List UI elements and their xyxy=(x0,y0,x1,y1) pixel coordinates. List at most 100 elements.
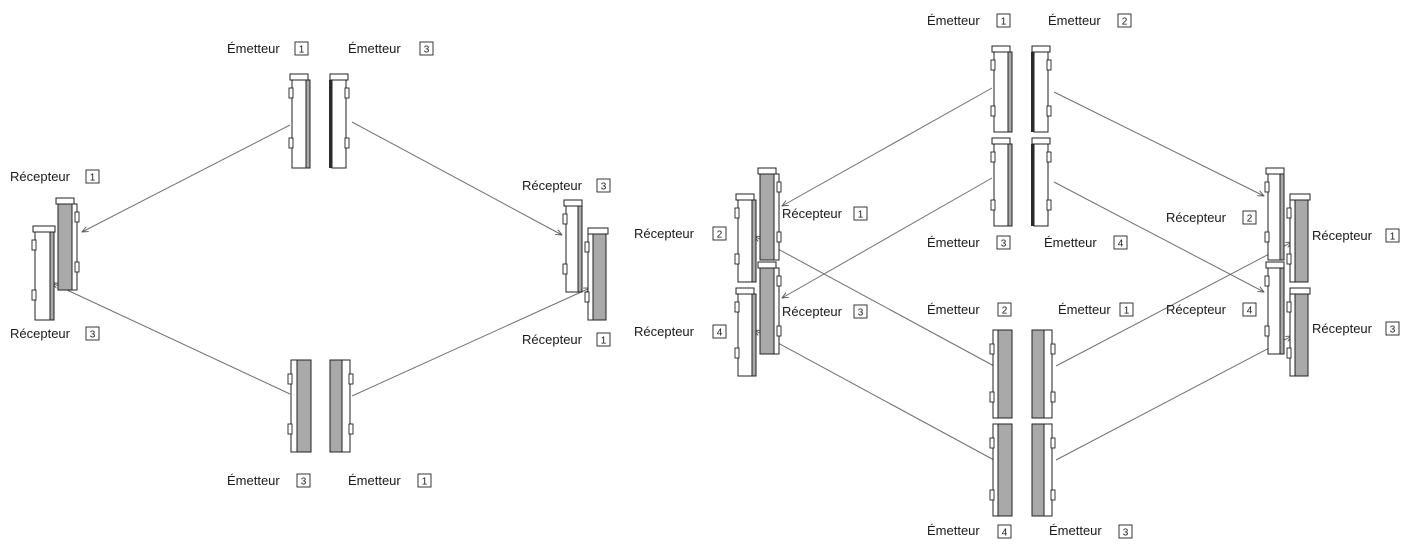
label-right-tx-4: Émetteur 4 xyxy=(1044,235,1128,250)
svg-text:1: 1 xyxy=(858,210,864,221)
svg-text:Récepteur: Récepteur xyxy=(522,178,583,193)
beam-right-tx1-rxl1 xyxy=(782,87,993,206)
right-right-receiver-1 xyxy=(1286,193,1311,283)
svg-text:Émetteur: Émetteur xyxy=(348,41,401,56)
label-right-tx-mid-2: Émetteur 2 xyxy=(927,302,1012,317)
svg-text:3: 3 xyxy=(301,477,307,488)
right-right-receiver-4 xyxy=(1264,261,1285,355)
label-right-tx-bot-3: Émetteur 3 xyxy=(1049,523,1133,539)
svg-text:Récepteur: Récepteur xyxy=(1312,228,1373,243)
right-right-receiver-3 xyxy=(1286,287,1311,377)
label-right-tx-3: Émetteur 3 xyxy=(927,235,1011,250)
right-diagram xyxy=(734,45,1311,517)
label-left-right-rx-3: Récepteur 3 xyxy=(522,178,611,193)
svg-text:3: 3 xyxy=(858,308,864,319)
label-left-rx-1: Récepteur 1 xyxy=(10,169,100,184)
right-left-receiver-1 xyxy=(757,167,782,261)
label-right-rx-l4: Récepteur 4 xyxy=(634,324,727,339)
svg-text:1: 1 xyxy=(1001,17,1007,28)
left-top-emitter-3 xyxy=(329,73,350,169)
right-bot-emitter-3 xyxy=(1031,423,1056,517)
label-right-rx-l2: Récepteur 2 xyxy=(634,226,727,241)
label-left-rx-3: Récepteur 3 xyxy=(10,326,100,341)
svg-text:3: 3 xyxy=(601,182,607,193)
svg-text:Émetteur: Émetteur xyxy=(227,473,280,488)
right-mid-emitter-2 xyxy=(989,329,1013,419)
svg-text:Récepteur: Récepteur xyxy=(1166,302,1227,317)
svg-text:Émetteur: Émetteur xyxy=(348,473,401,488)
svg-text:2: 2 xyxy=(1122,17,1128,28)
svg-text:2: 2 xyxy=(1247,214,1253,225)
beam-right-mid-tx1-rxr1 xyxy=(1055,242,1292,367)
svg-text:1: 1 xyxy=(90,173,96,184)
right-left-receiver-4 xyxy=(734,287,757,377)
label-right-rx-r3: Récepteur 3 xyxy=(1312,321,1400,336)
label-left-right-rx-1: Récepteur 1 xyxy=(522,332,611,347)
svg-text:4: 4 xyxy=(1002,528,1008,539)
svg-text:Émetteur: Émetteur xyxy=(927,235,980,250)
right-bot-emitter-4 xyxy=(989,423,1013,517)
svg-text:Émetteur: Émetteur xyxy=(927,302,980,317)
right-top-emitter-3 xyxy=(990,137,1013,227)
svg-text:1: 1 xyxy=(601,336,607,347)
svg-text:Récepteur: Récepteur xyxy=(634,324,695,339)
svg-text:Récepteur: Récepteur xyxy=(634,226,695,241)
beam-left-tx1-rx1 xyxy=(82,124,291,232)
beam-left-bottom-tx1-rx1 xyxy=(351,288,590,397)
left-diagram xyxy=(31,73,609,453)
svg-text:Récepteur: Récepteur xyxy=(1166,210,1227,225)
right-right-receiver-2 xyxy=(1264,167,1285,261)
svg-text:Émetteur: Émetteur xyxy=(1048,13,1101,28)
label-right-tx-1: Émetteur 1 xyxy=(927,13,1011,28)
left-bottom-emitter-3 xyxy=(287,359,312,453)
svg-text:4: 4 xyxy=(717,328,723,339)
svg-text:3: 3 xyxy=(1390,325,1396,336)
svg-text:3: 3 xyxy=(1123,528,1129,539)
svg-text:Récepteur: Récepteur xyxy=(10,169,71,184)
svg-text:1: 1 xyxy=(299,45,305,56)
svg-text:3: 3 xyxy=(424,45,430,56)
right-top-emitter-4 xyxy=(1031,137,1052,227)
beam-right-bot-tx3-rxr3 xyxy=(1055,336,1292,461)
label-right-rx-r2: Récepteur 2 xyxy=(1166,210,1257,225)
label-right-rx-l3: Récepteur 3 xyxy=(782,304,868,319)
svg-text:Émetteur: Émetteur xyxy=(1049,523,1102,538)
svg-text:3: 3 xyxy=(1001,239,1007,250)
right-mid-emitter-1 xyxy=(1031,329,1056,419)
svg-text:1: 1 xyxy=(1124,306,1130,317)
label-right-tx-bot-4: Émetteur 4 xyxy=(927,523,1012,539)
beam-right-tx2-rxr2 xyxy=(1053,91,1264,196)
svg-text:Émetteur: Émetteur xyxy=(927,523,980,538)
svg-text:Récepteur: Récepteur xyxy=(10,326,71,341)
svg-text:1: 1 xyxy=(1390,232,1396,243)
label-left-tx-bottom-1: Émetteur 1 xyxy=(348,473,432,488)
left-right-receiver-3 xyxy=(562,199,583,293)
svg-text:1: 1 xyxy=(422,477,428,488)
left-bottom-emitter-1 xyxy=(329,359,354,453)
svg-text:3: 3 xyxy=(90,330,96,341)
svg-text:4: 4 xyxy=(1118,239,1124,250)
svg-text:4: 4 xyxy=(1247,306,1253,317)
beam-left-tx3-rx3 xyxy=(351,121,562,235)
svg-text:Récepteur: Récepteur xyxy=(782,206,843,221)
left-receiver-1 xyxy=(55,197,80,291)
left-receiver-3 xyxy=(31,225,56,321)
beam-right-tx4-rxr4 xyxy=(1053,181,1264,292)
svg-text:Émetteur: Émetteur xyxy=(227,41,280,56)
label-right-tx-2: Émetteur 2 xyxy=(1048,13,1132,28)
label-left-tx-top-3: Émetteur 3 xyxy=(348,41,434,56)
svg-text:Récepteur: Récepteur xyxy=(1312,321,1373,336)
svg-text:Émetteur: Émetteur xyxy=(1058,302,1111,317)
label-left-tx-bottom-3: Émetteur 3 xyxy=(227,473,311,488)
svg-text:2: 2 xyxy=(717,230,723,241)
svg-text:Émetteur: Émetteur xyxy=(927,13,980,28)
label-right-rx-l1: Récepteur 1 xyxy=(782,206,868,221)
label-right-rx-r4: Récepteur 4 xyxy=(1166,302,1257,317)
svg-text:Récepteur: Récepteur xyxy=(522,332,583,347)
beam-right-bot-tx4-rxl4 xyxy=(754,330,995,461)
right-left-receiver-3 xyxy=(757,261,782,355)
left-top-emitter-1 xyxy=(288,73,311,169)
label-right-rx-r1: Récepteur 1 xyxy=(1312,228,1400,243)
label-left-tx-top-1: Émetteur 1 xyxy=(227,41,309,56)
